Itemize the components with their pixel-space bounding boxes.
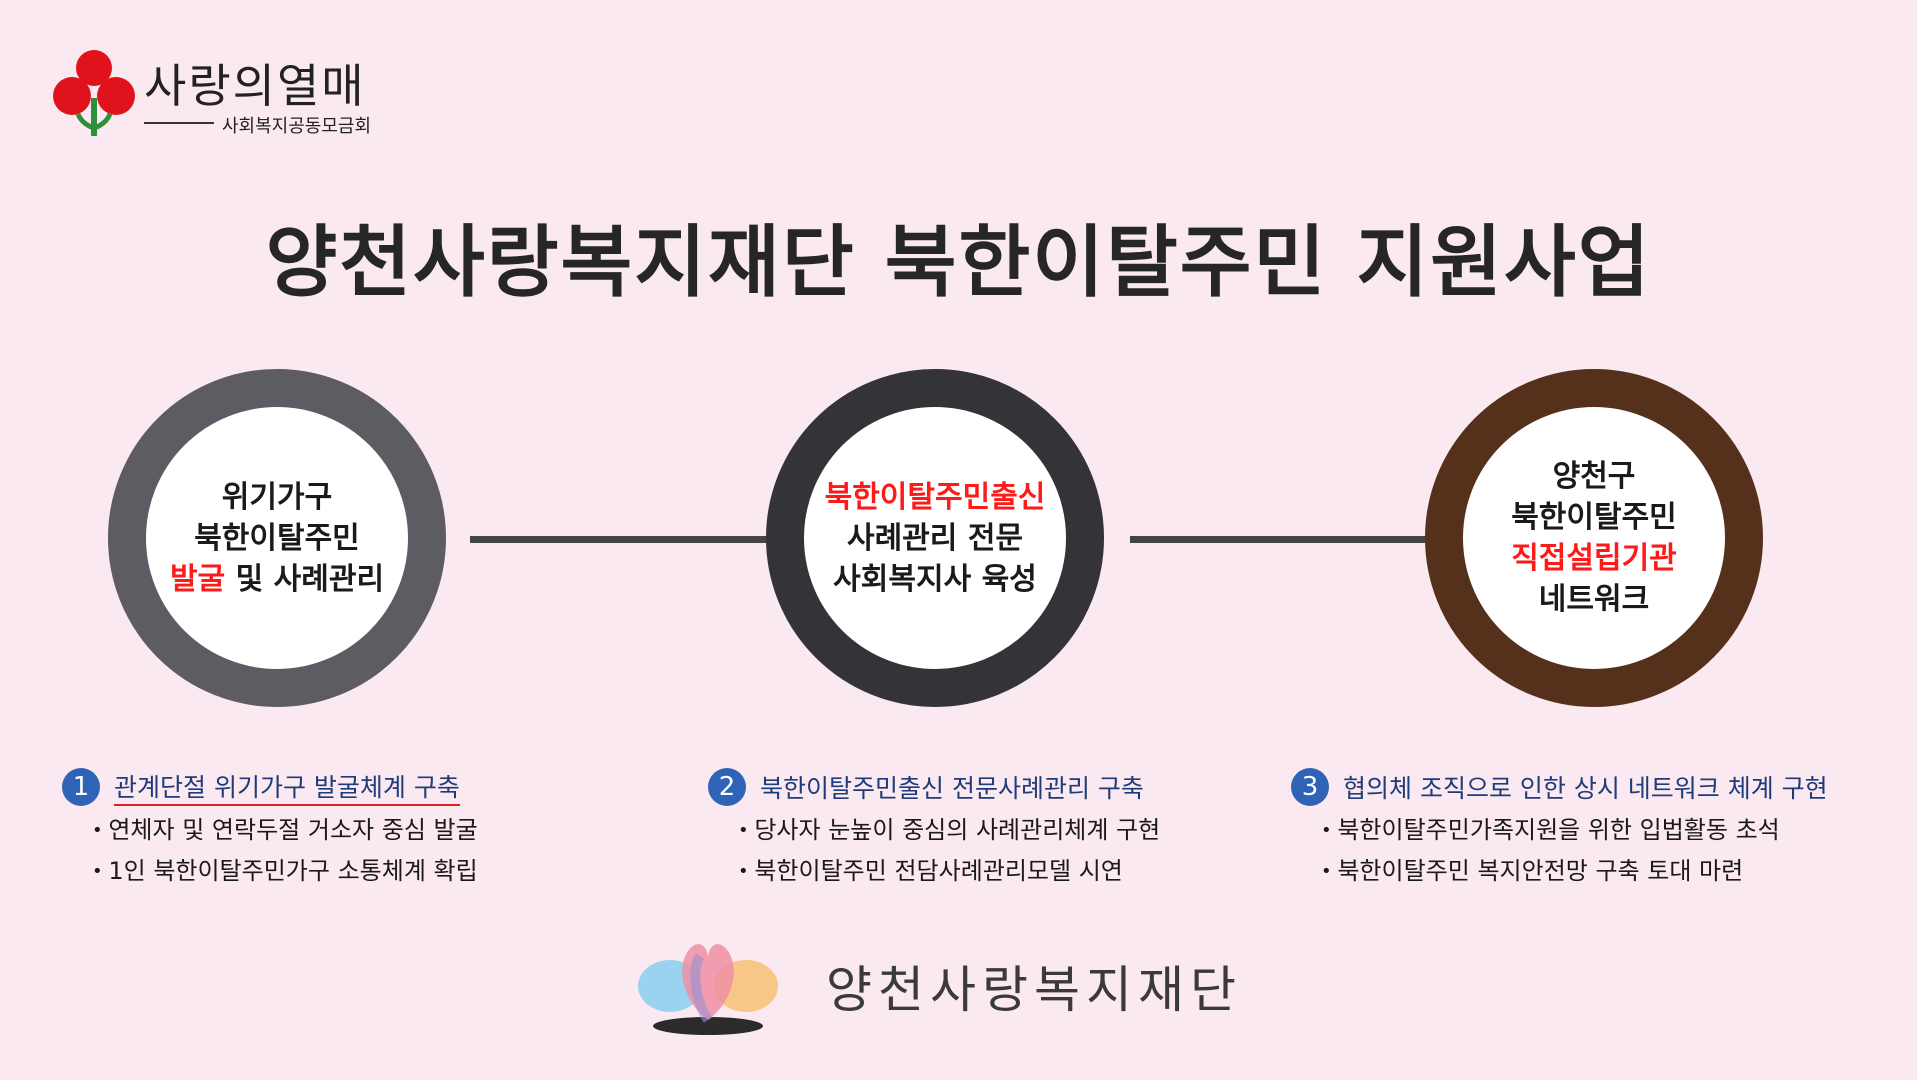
foundation-name: 양천사랑복지재단 xyxy=(826,961,1242,1019)
bullet-item: 북한이탈주민 복지안전망 구축 토대 마련 xyxy=(1321,851,1828,886)
section-heading: 1 관계단절 위기가구 발굴체계 구축 xyxy=(62,768,478,806)
org-subtitle: 사회복지공동모금회 xyxy=(222,116,372,137)
foundation-logo xyxy=(638,928,778,1038)
circle-text-line: 사례관리 전문 xyxy=(846,520,1024,556)
bullet-item: 당사자 눈높이 중심의 사례관리체계 구현 xyxy=(738,810,1160,845)
section-2: 2 북한이탈주민출신 전문사례관리 구축 당사자 눈높이 중심의 사례관리체계 … xyxy=(708,768,1160,886)
circle-text-line: 발굴 및 사례관리 xyxy=(170,559,384,600)
circle-text-line: 위기가구 xyxy=(221,479,333,515)
connector-line-1 xyxy=(470,536,770,543)
circle-discovery: 위기가구 북한이탈주민 발굴 및 사례관리 xyxy=(108,369,446,707)
section-heading: 2 북한이탈주민출신 전문사례관리 구축 xyxy=(708,768,1160,806)
highlight-text: 직접설립기관 xyxy=(1511,541,1677,576)
highlight-text: 북한이탈주민출신 xyxy=(824,479,1046,515)
circle-text-line: 양천구 xyxy=(1552,459,1636,494)
section-3: 3 협의체 조직으로 인한 상시 네트워크 체계 구현 북한이탈주민가족지원을 … xyxy=(1291,768,1828,886)
bullet-item: 북한이탈주민가족지원을 위한 입법활동 초석 xyxy=(1321,810,1828,845)
number-badge: 2 xyxy=(708,768,746,806)
connector-line-2 xyxy=(1130,536,1430,543)
circle-text-line: 사회복지사 육성 xyxy=(833,561,1037,597)
circle-discovery-text: 위기가구 북한이탈주민 발굴 및 사례관리 xyxy=(146,407,408,669)
section-1: 1 관계단절 위기가구 발굴체계 구축 연체자 및 연락두절 거소자 중심 발굴… xyxy=(62,768,478,886)
circle-text-line: 네트워크 xyxy=(1538,582,1650,617)
section-heading-text: 협의체 조직으로 인한 상시 네트워크 체계 구현 xyxy=(1343,774,1828,803)
circle-text-line: 북한이탈주민 xyxy=(1511,500,1677,535)
org-logo: 사랑의열매 사회복지공동모금회 xyxy=(52,48,432,143)
highlight-text: 발굴 xyxy=(169,561,226,597)
bullet-item: 연체자 및 연락두절 거소자 중심 발굴 xyxy=(92,810,478,845)
bullet-item: 1인 북한이탈주민가구 소통체계 확립 xyxy=(92,851,477,886)
section-heading: 3 협의체 조직으로 인한 상시 네트워크 체계 구현 xyxy=(1291,768,1828,806)
circle-social-worker: 북한이탈주민출신 사례관리 전문 사회복지사 육성 xyxy=(766,369,1104,707)
circle-text-rest: 및 사례관리 xyxy=(225,561,385,597)
love-fruit-logo-icon xyxy=(53,50,135,136)
org-divider xyxy=(144,122,214,124)
circle-social-worker-text: 북한이탈주민출신 사례관리 전문 사회복지사 육성 xyxy=(804,407,1066,669)
number-badge: 3 xyxy=(1291,768,1329,806)
number-badge: 1 xyxy=(62,768,100,806)
bullet-item: 북한이탈주민 전담사례관리모델 시연 xyxy=(738,851,1160,886)
circle-network-text: 양천구 북한이탈주민 직접설립기관 네트워크 xyxy=(1463,407,1725,669)
foundation-heart-logo-icon xyxy=(638,944,778,1035)
circle-network: 양천구 북한이탈주민 직접설립기관 네트워크 xyxy=(1425,369,1763,707)
page-title: 양천사랑복지재단 북한이탈주민 지원사업 xyxy=(265,218,1652,308)
section-heading-text: 관계단절 위기가구 발굴체계 구축 xyxy=(114,768,460,806)
section-heading-text: 북한이탈주민출신 전문사례관리 구축 xyxy=(760,774,1144,803)
org-name: 사랑의열매 xyxy=(144,59,366,113)
circle-text-line: 북한이탈주민 xyxy=(194,520,360,556)
